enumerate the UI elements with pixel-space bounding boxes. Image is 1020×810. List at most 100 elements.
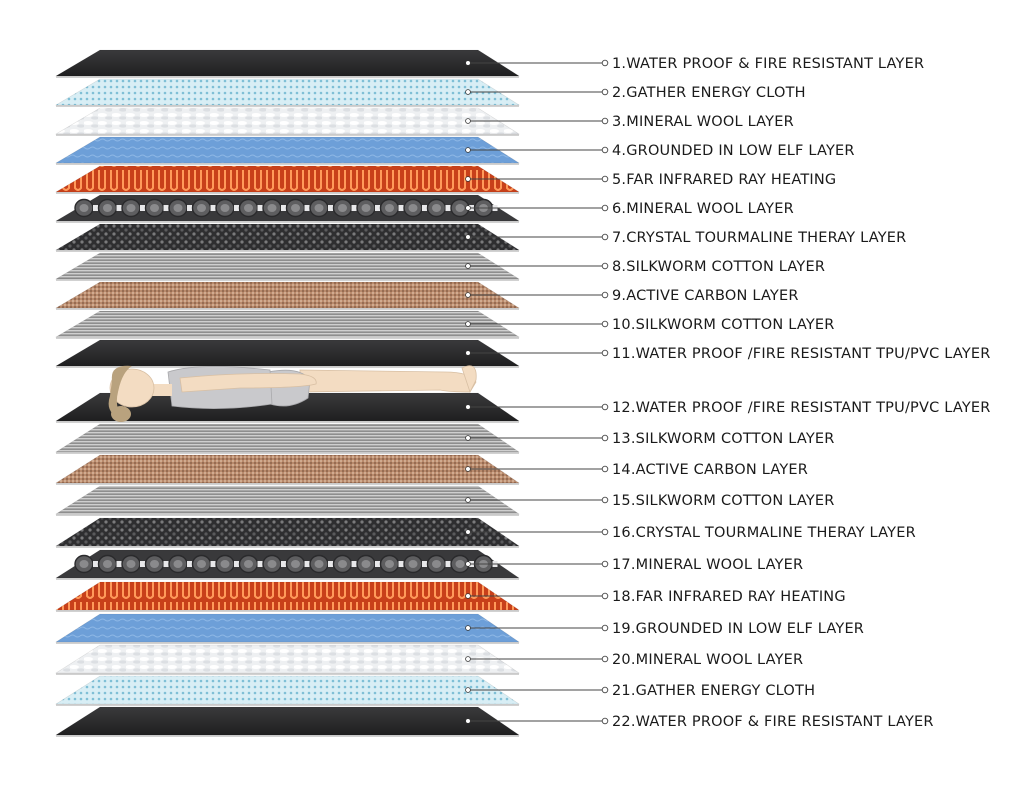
wool-fill: [304, 205, 310, 211]
layer-energy-cloth: [54, 675, 520, 706]
leader-dot: [465, 435, 471, 441]
layer-black-tpu: [54, 49, 521, 78]
layer-plate: [54, 644, 520, 674]
wool-roll-core: [314, 204, 324, 212]
leader-dot: [465, 561, 471, 567]
wool-fill: [375, 561, 380, 567]
wool-fill: [116, 561, 122, 567]
leader-dot: [465, 404, 471, 410]
layer-plate: [54, 454, 520, 484]
layer-active-carbon: [54, 454, 520, 485]
layer-silkworm-cotton: [54, 310, 521, 339]
leader-dot: [465, 89, 471, 95]
wool-fill: [210, 561, 216, 567]
layer-edge: [56, 105, 519, 107]
wool-roll-core: [220, 560, 230, 568]
person-legs: [299, 369, 477, 393]
layer-label: 6.MINERAL WOOL LAYER: [612, 201, 794, 217]
layer-edge: [56, 452, 519, 454]
layer-edge: [56, 578, 519, 580]
layer-silkworm-cotton: [54, 485, 520, 516]
layer-label: 17.MINERAL WOOL LAYER: [612, 557, 803, 573]
wool-roll-core: [150, 560, 159, 568]
layer-edge: [56, 192, 519, 194]
label-bullet: [601, 262, 609, 270]
wool-roll-core: [173, 560, 183, 568]
layer-black-tpu: [54, 706, 520, 737]
leader-lines: [465, 59, 609, 725]
layer-plate: [54, 136, 521, 164]
layer-edge: [56, 308, 519, 310]
wool-fill: [445, 205, 451, 211]
wool-roll-core: [244, 204, 253, 212]
layer-label: 1.WATER PROOF & FIRE RESISTANT LAYER: [612, 56, 924, 72]
wool-roll-core: [338, 560, 347, 568]
layer-edge: [56, 163, 519, 165]
layer-plate: [54, 310, 521, 338]
wool-fill: [281, 561, 286, 567]
wool-fill: [351, 561, 357, 567]
leader-dot: [465, 687, 471, 693]
layer-plate: [54, 107, 521, 135]
layer-plate: [54, 339, 521, 367]
wool-fill: [187, 561, 192, 567]
label-bullet: [601, 403, 609, 411]
wool-roll-core: [220, 204, 230, 212]
layer-plate: [54, 517, 520, 547]
layer-edge: [56, 673, 519, 675]
layer-label: 10.SILKWORM COTTON LAYER: [612, 317, 835, 333]
layer-edge: [56, 366, 519, 368]
wool-fill: [328, 561, 333, 567]
layer-grounded-elf: [54, 136, 521, 165]
wool-roll-core: [244, 560, 253, 568]
wool-fill: [257, 561, 263, 567]
label-bullet: [601, 686, 609, 694]
person-feet: [461, 365, 477, 394]
layer-group: [54, 49, 521, 737]
layer-label: 18.FAR INFRARED RAY HEATING: [612, 589, 846, 605]
wool-roll-core: [79, 560, 89, 568]
label-bullet: [601, 655, 609, 663]
person-neck: [150, 384, 172, 396]
layer-label: 9.ACTIVE CARBON LAYER: [612, 288, 799, 304]
layer-plate: [54, 423, 520, 453]
layer-label: 20.MINERAL WOOL LAYER: [612, 652, 803, 668]
wool-fill: [398, 205, 404, 211]
wool-roll-core: [455, 560, 465, 568]
leader-dot: [465, 497, 471, 503]
leader-dot: [465, 263, 471, 269]
layer-edge: [56, 704, 519, 706]
wool-roll-core: [291, 204, 300, 212]
layer-grounded-elf: [54, 613, 520, 644]
layer-label: 16.CRYSTAL TOURMALINE THERAY LAYER: [612, 525, 916, 541]
layer-label: 5.FAR INFRARED RAY HEATING: [612, 172, 836, 188]
layer-edge: [56, 134, 519, 136]
wool-fill: [281, 205, 286, 211]
wool-fill: [445, 561, 451, 567]
layer-active-carbon: [54, 281, 521, 310]
wool-roll-core: [126, 560, 136, 568]
layer-edge: [56, 642, 519, 644]
person-arm: [179, 373, 317, 393]
label-bullet: [601, 59, 609, 67]
layer-plate: [54, 706, 520, 736]
wool-fill: [234, 561, 239, 567]
wool-roll-core: [455, 204, 465, 212]
layer-plate: [54, 49, 521, 77]
leader-dot: [465, 147, 471, 153]
layer-plate: [54, 581, 520, 611]
wool-roll-core: [103, 204, 112, 212]
label-bullet: [601, 624, 609, 632]
wool-roll-core: [314, 560, 324, 568]
label-bullet: [601, 88, 609, 96]
label-bullet: [601, 528, 609, 536]
wool-fill: [422, 561, 427, 567]
layer-label: 2.GATHER ENERGY CLOTH: [612, 85, 806, 101]
layer-plate: [54, 281, 521, 309]
leader-dot: [465, 60, 471, 66]
layer-label: 22.WATER PROOF & FIRE RESISTANT LAYER: [612, 714, 934, 730]
layer-edge: [56, 735, 519, 737]
layer-plate: [54, 78, 521, 106]
layer-plate: [54, 223, 521, 251]
